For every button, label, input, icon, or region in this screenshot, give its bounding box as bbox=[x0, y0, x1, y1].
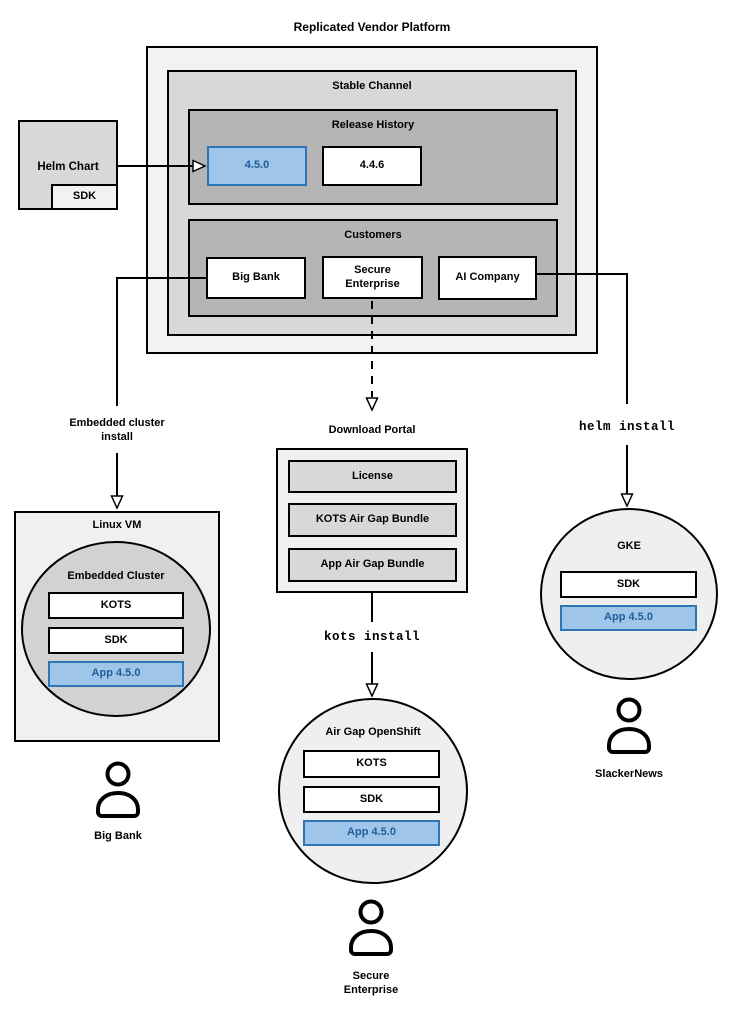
big-bank-user-icon bbox=[94, 760, 142, 823]
stable-channel-label: Stable Channel bbox=[332, 80, 412, 92]
customers-label: Customers bbox=[344, 229, 402, 241]
helm-chart-label: Helm Chart bbox=[37, 161, 99, 173]
helm-sdk-box: SDK bbox=[51, 184, 118, 210]
embedded-install-arrowhead bbox=[110, 495, 124, 510]
release-version-previous: 4.4.6 bbox=[322, 146, 422, 186]
diagram-title: Replicated Vendor Platform bbox=[293, 20, 451, 34]
kots-install-command: kots install bbox=[323, 630, 420, 644]
gke-label: GKE bbox=[617, 540, 641, 552]
big-bank-user-label: Big Bank bbox=[94, 830, 142, 842]
download-portal-arrowhead bbox=[365, 397, 379, 412]
helm-install-arrowhead bbox=[620, 493, 634, 508]
slackernews-user-label: SlackerNews bbox=[595, 768, 663, 780]
kots-airgap-bundle-box: KOTS Air Gap Bundle bbox=[288, 503, 457, 537]
airgap-kots-box: KOTS bbox=[303, 750, 440, 778]
gke-sdk-box: SDK bbox=[560, 571, 697, 598]
slackernews-user-icon bbox=[605, 696, 653, 759]
customer-ai-company: AI Company bbox=[438, 256, 537, 300]
embedded-cluster-label: Embedded Cluster bbox=[67, 570, 165, 582]
secure-enterprise-user-icon bbox=[347, 898, 395, 961]
airgap-sdk-box: SDK bbox=[303, 786, 440, 813]
license-box: License bbox=[288, 460, 457, 493]
vm-app-box: App 4.5.0 bbox=[48, 661, 184, 687]
helm-install-command: helm install bbox=[578, 420, 675, 434]
release-version-current: 4.5.0 bbox=[207, 146, 307, 186]
kots-install-arrowhead bbox=[365, 683, 379, 698]
secure-enterprise-user-label: Secure Enterprise bbox=[343, 970, 399, 996]
gke-app-box: App 4.5.0 bbox=[560, 605, 697, 631]
airgap-openshift-label: Air Gap OpenShift bbox=[325, 726, 421, 738]
vm-kots-box: KOTS bbox=[48, 592, 184, 619]
download-portal-label: Download Portal bbox=[328, 424, 416, 436]
airgap-app-box: App 4.5.0 bbox=[303, 820, 440, 846]
release-history-label: Release History bbox=[331, 119, 415, 131]
vm-sdk-box: SDK bbox=[48, 627, 184, 654]
customer-big-bank: Big Bank bbox=[206, 257, 306, 299]
customer-secure-enterprise: Secure Enterprise bbox=[322, 256, 423, 299]
linux-vm-label: Linux VM bbox=[92, 519, 142, 531]
embedded-install-label: Embedded cluster install bbox=[69, 417, 165, 443]
app-airgap-bundle-box: App Air Gap Bundle bbox=[288, 548, 457, 582]
